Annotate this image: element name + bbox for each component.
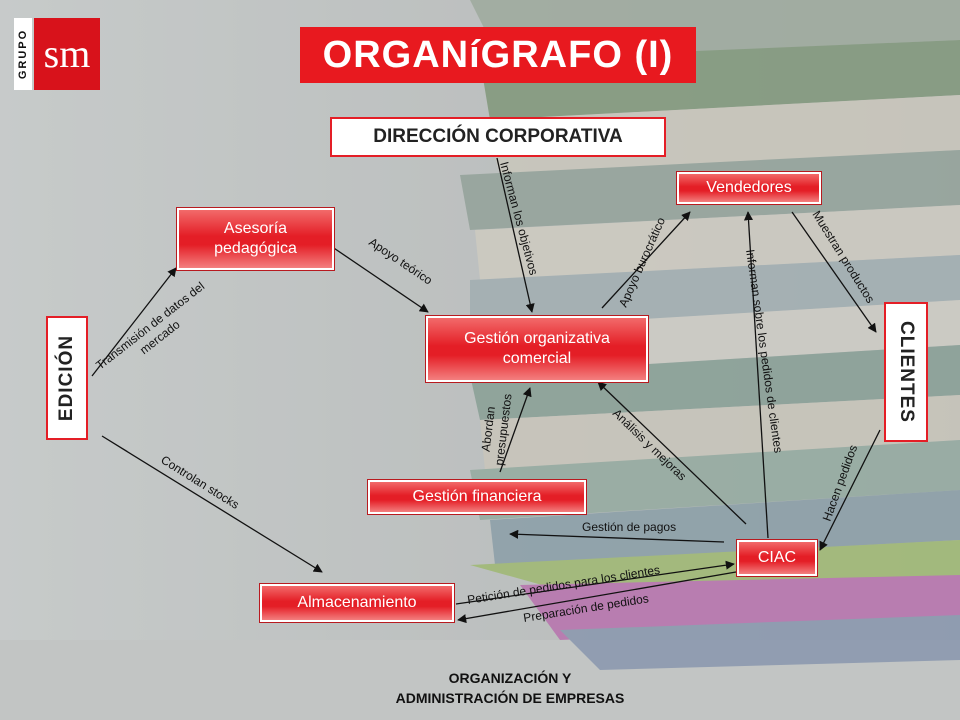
edge-financiera-gestion-org <box>499 387 532 473</box>
edge-edicion-almacenamiento <box>101 435 323 573</box>
label-abordan: Abordanpresupuestos <box>477 391 515 466</box>
logo-grupo-strip: GRUPO <box>14 18 32 90</box>
node-gestion-org-label-1: Gestión organizativa <box>464 330 610 347</box>
edge-vendedores-clientes <box>791 211 877 333</box>
label-muestran-productos: Muestran productos <box>809 208 877 305</box>
node-direccion-label: DIRECCIÓN CORPORATIVA <box>373 126 623 147</box>
node-edicion-label: EDICIÓN <box>56 334 77 422</box>
node-clientes-label: CLIENTES <box>896 321 918 423</box>
label-informan-objetivos: Informan los objetivos <box>497 160 541 276</box>
node-ciac: CIAC <box>736 539 818 577</box>
label-gestion-pagos: Gestión de pagos <box>582 520 676 534</box>
edge-ciac-vendedores <box>743 211 769 539</box>
label-preparacion: Preparación de pedidos <box>522 591 649 625</box>
label-apoyo-teorico: Apoyo teórico <box>366 235 435 288</box>
edge-ciac-gestion-org <box>597 381 747 525</box>
node-gestion-organizativa-comercial: Gestión organizativa comercial <box>425 315 649 383</box>
edge-ciac-financiera <box>509 529 725 543</box>
node-asesoria-label-2: pedagógica <box>214 240 297 257</box>
page-title: ORGANíGRAFO (I) <box>300 27 696 83</box>
node-vendedores-label: Vendedores <box>706 179 792 196</box>
label-informan-pedidos: Informan sobre los pedidos de clientes <box>743 248 785 453</box>
node-vendedores: Vendedores <box>676 171 822 205</box>
edge-edicion-asesoria <box>91 267 177 377</box>
footer-line-1: ORGANIZACIÓN Y <box>448 670 572 686</box>
node-asesoria-label-1: Asesoría <box>223 220 288 237</box>
node-gestion-financiera: Gestión financiera <box>367 479 587 515</box>
edge-ciac-almacenamiento <box>457 571 737 624</box>
node-almacenamiento: Almacenamiento <box>259 583 455 623</box>
node-asesoria-pedagogica: Asesoría pedagógica <box>176 207 335 271</box>
edge-asesoria-gestion-org <box>321 239 429 313</box>
logo-sm-text: sm <box>34 18 100 90</box>
footer-line-2: ADMINISTRACIÓN DE EMPRESAS <box>395 690 625 706</box>
footer-caption: ORGANIZACIÓN Y ADMINISTRACIÓN DE EMPRESA… <box>320 668 700 708</box>
label-apoyo-burocratico: Apoyo burocrático <box>616 215 668 309</box>
edge-direccion-gestion-org <box>496 157 535 313</box>
label-controlan-stocks: Controlan stocks <box>158 453 241 512</box>
edge-clientes-ciac <box>819 429 881 551</box>
node-almacenamiento-label: Almacenamiento <box>297 594 417 611</box>
grupo-sm-logo: GRUPO sm <box>14 18 100 90</box>
edge-gestion-org-vendedores <box>601 211 691 309</box>
node-gestion-org-label-2: comercial <box>502 350 572 367</box>
node-gestion-financiera-label: Gestión financiera <box>412 488 542 505</box>
node-edicion: EDICIÓN <box>46 316 88 440</box>
node-direccion-corporativa: DIRECCIÓN CORPORATIVA <box>330 117 666 157</box>
node-clientes: CLIENTES <box>884 302 928 442</box>
label-analisis: Análisis y mejoras <box>610 406 689 483</box>
edge-almacenamiento-ciac <box>455 560 735 605</box>
node-ciac-label: CIAC <box>757 549 797 566</box>
